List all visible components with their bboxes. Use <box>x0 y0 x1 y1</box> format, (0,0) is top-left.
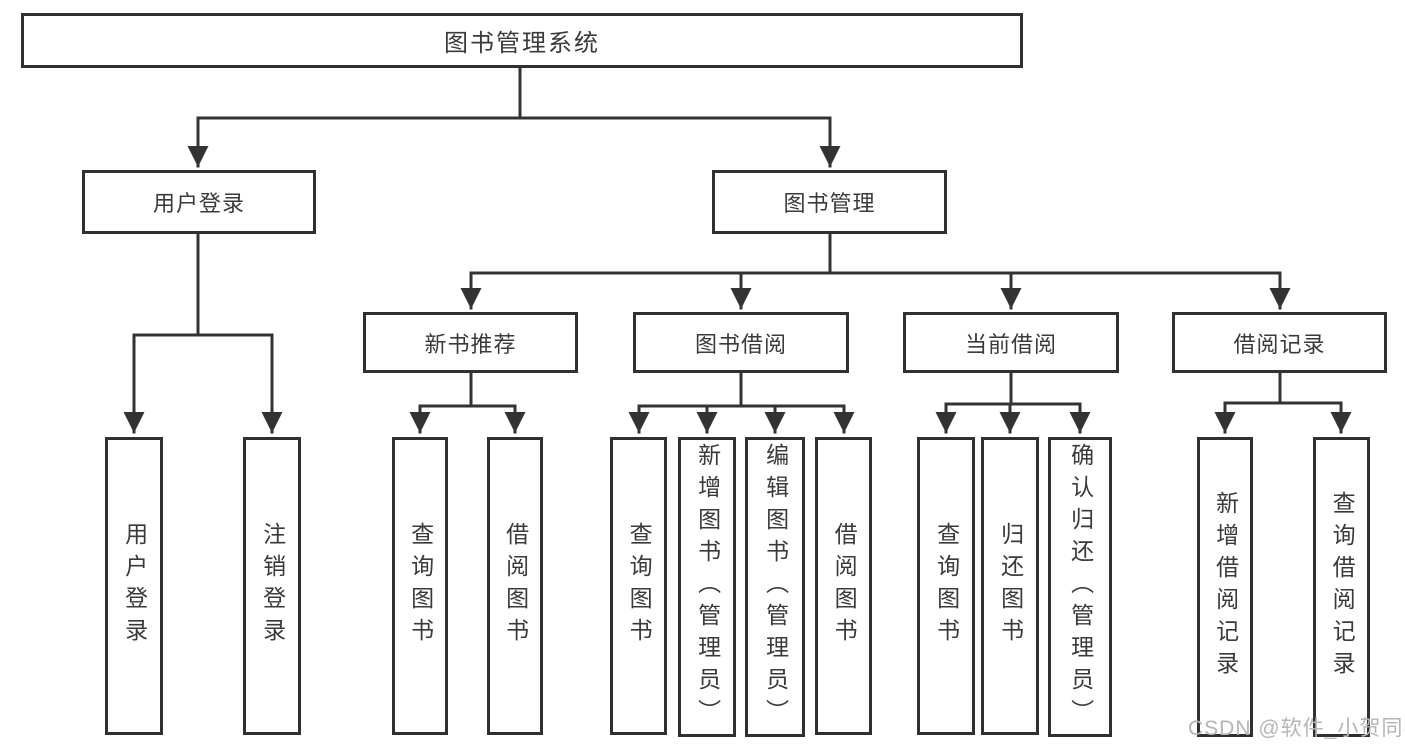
leaf-edit-books-admin: 编辑图书（管理员） <box>745 437 805 737</box>
node-label: 图书借阅 <box>694 331 787 357</box>
leaf-label: 查询图书 <box>933 522 960 650</box>
node-library-management-system: 图书管理系统 <box>21 13 1023 68</box>
leaf-label: 编辑图书（管理员） <box>762 443 789 731</box>
node-current-borrowing: 当前借阅 <box>903 312 1119 373</box>
leaf-label: 查询借阅记录 <box>1329 491 1356 683</box>
leaf-label: 新增借阅记录 <box>1212 491 1239 683</box>
leaf-label: 借阅图书 <box>831 522 858 650</box>
leaf-label: 新增图书（管理员） <box>694 443 721 731</box>
node-label: 当前借阅 <box>964 331 1057 357</box>
leaf-label: 注销登录 <box>259 522 286 650</box>
node-user-login-branch: 用户登录 <box>82 170 316 234</box>
node-label: 用户登录 <box>152 191 245 216</box>
node-label: 图书管理系统 <box>444 30 600 57</box>
leaf-label: 归还图书 <box>997 522 1024 650</box>
leaf-label: 用户登录 <box>121 522 148 650</box>
node-label: 图书管理 <box>783 191 876 216</box>
node-label: 借阅记录 <box>1233 331 1326 357</box>
leaf-label: 查询图书 <box>626 522 653 650</box>
node-book-management-branch: 图书管理 <box>712 170 947 234</box>
leaf-query-books-1: 查询图书 <box>392 437 448 735</box>
leaf-query-books-2: 查询图书 <box>610 437 667 735</box>
leaf-return-books: 归还图书 <box>981 437 1039 735</box>
leaf-label: 借阅图书 <box>502 522 529 650</box>
leaf-logout: 注销登录 <box>243 437 301 735</box>
leaf-query-borrow-record: 查询借阅记录 <box>1313 437 1370 737</box>
leaf-label: 查询图书 <box>407 522 434 650</box>
leaf-add-borrow-record: 新增借阅记录 <box>1197 437 1253 737</box>
leaf-label: 确认归还（管理员） <box>1067 443 1094 731</box>
csdn-watermark: CSDN @软件_小贺同学 <box>1188 717 1405 740</box>
leaf-add-books-admin: 新增图书（管理员） <box>678 437 736 737</box>
leaf-user-login: 用户登录 <box>105 437 163 735</box>
leaf-borrow-books-2: 借阅图书 <box>815 437 872 735</box>
leaf-borrow-books-1: 借阅图书 <box>487 437 543 735</box>
node-book-borrowing: 图书借阅 <box>633 312 849 373</box>
node-borrowing-records: 借阅记录 <box>1172 312 1387 373</box>
node-new-book-recommendation: 新书推荐 <box>363 312 578 373</box>
leaf-query-books-3: 查询图书 <box>917 437 975 735</box>
node-label: 新书推荐 <box>424 331 517 357</box>
leaf-confirm-return-admin: 确认归还（管理员） <box>1048 437 1112 737</box>
